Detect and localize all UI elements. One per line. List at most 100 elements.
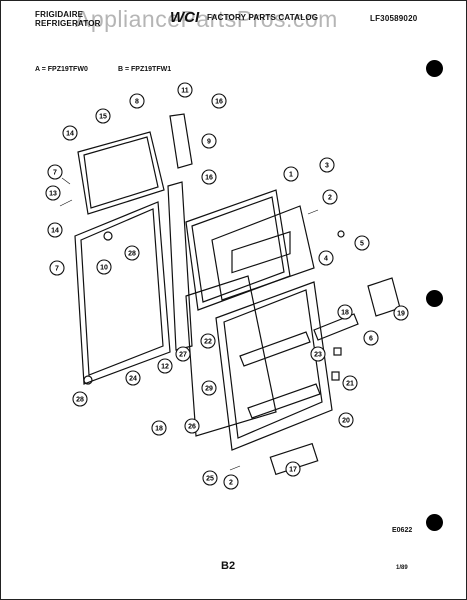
callout-8: 8: [129, 93, 145, 109]
callout-label: 17: [289, 467, 297, 474]
callout-5: 5: [354, 235, 370, 251]
callout-label: 3: [325, 163, 329, 170]
callout-label: 28: [128, 251, 136, 258]
brand-name: FRIGIDAIRE: [35, 10, 84, 19]
callout-label: 14: [66, 131, 74, 138]
callout-13: 13: [45, 185, 61, 201]
freezer-gasket-inner: [191, 196, 285, 303]
pin-left: [59, 199, 73, 207]
callout-18: 18: [337, 304, 353, 320]
screw-upper: [307, 209, 319, 215]
callout-23: 23: [310, 346, 326, 362]
callout-label: 7: [55, 266, 59, 273]
hinge-part: [331, 371, 340, 381]
callout-label: 26: [188, 424, 196, 431]
model-b-label: B = FPZ19TFW1: [118, 66, 172, 73]
callout-14: 14: [62, 125, 78, 141]
fresh-food-liner-inner: [223, 289, 323, 439]
callout-21: 21: [342, 375, 358, 391]
callout-14: 14: [47, 222, 63, 238]
callout-16: 16: [211, 93, 227, 109]
callout-24: 24: [125, 370, 141, 386]
callout-label: 22: [204, 339, 212, 346]
freezer-door-inner: [83, 136, 159, 209]
cap-part: [103, 231, 113, 241]
callout-label: 12: [161, 364, 169, 371]
freezer-liner-panel: [231, 230, 291, 274]
wci-logo: WCI: [170, 9, 200, 26]
callout-label: 6: [369, 336, 373, 343]
binder-hole-bottom: [426, 514, 443, 531]
callout-22: 22: [200, 333, 216, 349]
callout-label: 10: [100, 265, 108, 272]
callout-label: 29: [205, 386, 213, 393]
callout-label: 18: [341, 310, 349, 317]
callout-label: 20: [342, 418, 350, 425]
fresh-food-door-outline: [74, 201, 171, 385]
callout-label: 16: [205, 175, 213, 182]
callout-label: 24: [129, 376, 137, 383]
fresh-food-door-inner: [80, 208, 164, 376]
callout-label: 18: [155, 426, 163, 433]
callout-16: 16: [201, 169, 217, 185]
callout-2: 2: [322, 189, 338, 205]
catalog-number: LF30589020: [370, 14, 418, 23]
callout-2: 2: [223, 474, 239, 490]
callout-28: 28: [72, 391, 88, 407]
callout-label: 13: [49, 191, 57, 198]
callout-19: 19: [393, 305, 409, 321]
callout-label: 2: [229, 480, 233, 487]
freezer-liner: [211, 205, 315, 301]
callout-label: 25: [206, 476, 214, 483]
end-cap-part: [83, 375, 93, 385]
callout-20: 20: [338, 412, 354, 428]
callout-label: 11: [181, 88, 189, 95]
callout-25: 25: [202, 470, 218, 486]
liner-shelf-lower: [247, 383, 321, 419]
callout-label: 7: [53, 170, 57, 177]
freezer-door-outline: [77, 131, 165, 215]
hinge-strip-upper: [169, 113, 193, 169]
callout-11: 11: [177, 82, 193, 98]
catalog-title: FACTORY PARTS CATALOG: [207, 13, 319, 22]
callout-7: 7: [49, 260, 65, 276]
callout-label: 15: [99, 114, 107, 121]
binder-hole-top: [426, 60, 443, 77]
callout-label: 1: [289, 172, 293, 179]
callout-15: 15: [95, 108, 111, 124]
callout-label: 5: [360, 241, 364, 248]
callout-18: 18: [151, 420, 167, 436]
liner-shelf-upper: [239, 331, 311, 367]
callout-12: 12: [157, 358, 173, 374]
callout-label: 23: [314, 352, 322, 359]
screw-left: [61, 177, 71, 185]
callout-17: 17: [285, 461, 301, 477]
clip-part: [337, 230, 345, 238]
fresh-food-liner: [215, 281, 333, 451]
callout-label: 28: [76, 397, 84, 404]
figure-code: E0622: [392, 527, 413, 534]
callout-29: 29: [201, 380, 217, 396]
model-a-label: A = FPZ19TFW0: [35, 66, 88, 73]
callout-10: 10: [96, 259, 112, 275]
fresh-food-gasket: [185, 275, 277, 437]
screw-lower: [229, 465, 241, 471]
callout-label: 2: [328, 195, 332, 202]
callout-label: 4: [324, 256, 328, 263]
callout-1: 1: [283, 166, 299, 182]
hinge-strip-lower: [167, 181, 193, 351]
callout-label: 8: [135, 99, 139, 106]
binder-hole-middle: [426, 290, 443, 307]
bracket-part: [333, 347, 342, 356]
callout-27: 27: [175, 346, 191, 362]
callout-label: 21: [346, 381, 354, 388]
callout-26: 26: [184, 418, 200, 434]
callout-label: 27: [179, 352, 187, 359]
page-number: B2: [221, 560, 236, 572]
callout-28: 28: [124, 245, 140, 261]
callout-label: 19: [397, 311, 405, 318]
callout-3: 3: [319, 157, 335, 173]
callout-9: 9: [201, 133, 217, 149]
door-shelf: [313, 313, 359, 341]
